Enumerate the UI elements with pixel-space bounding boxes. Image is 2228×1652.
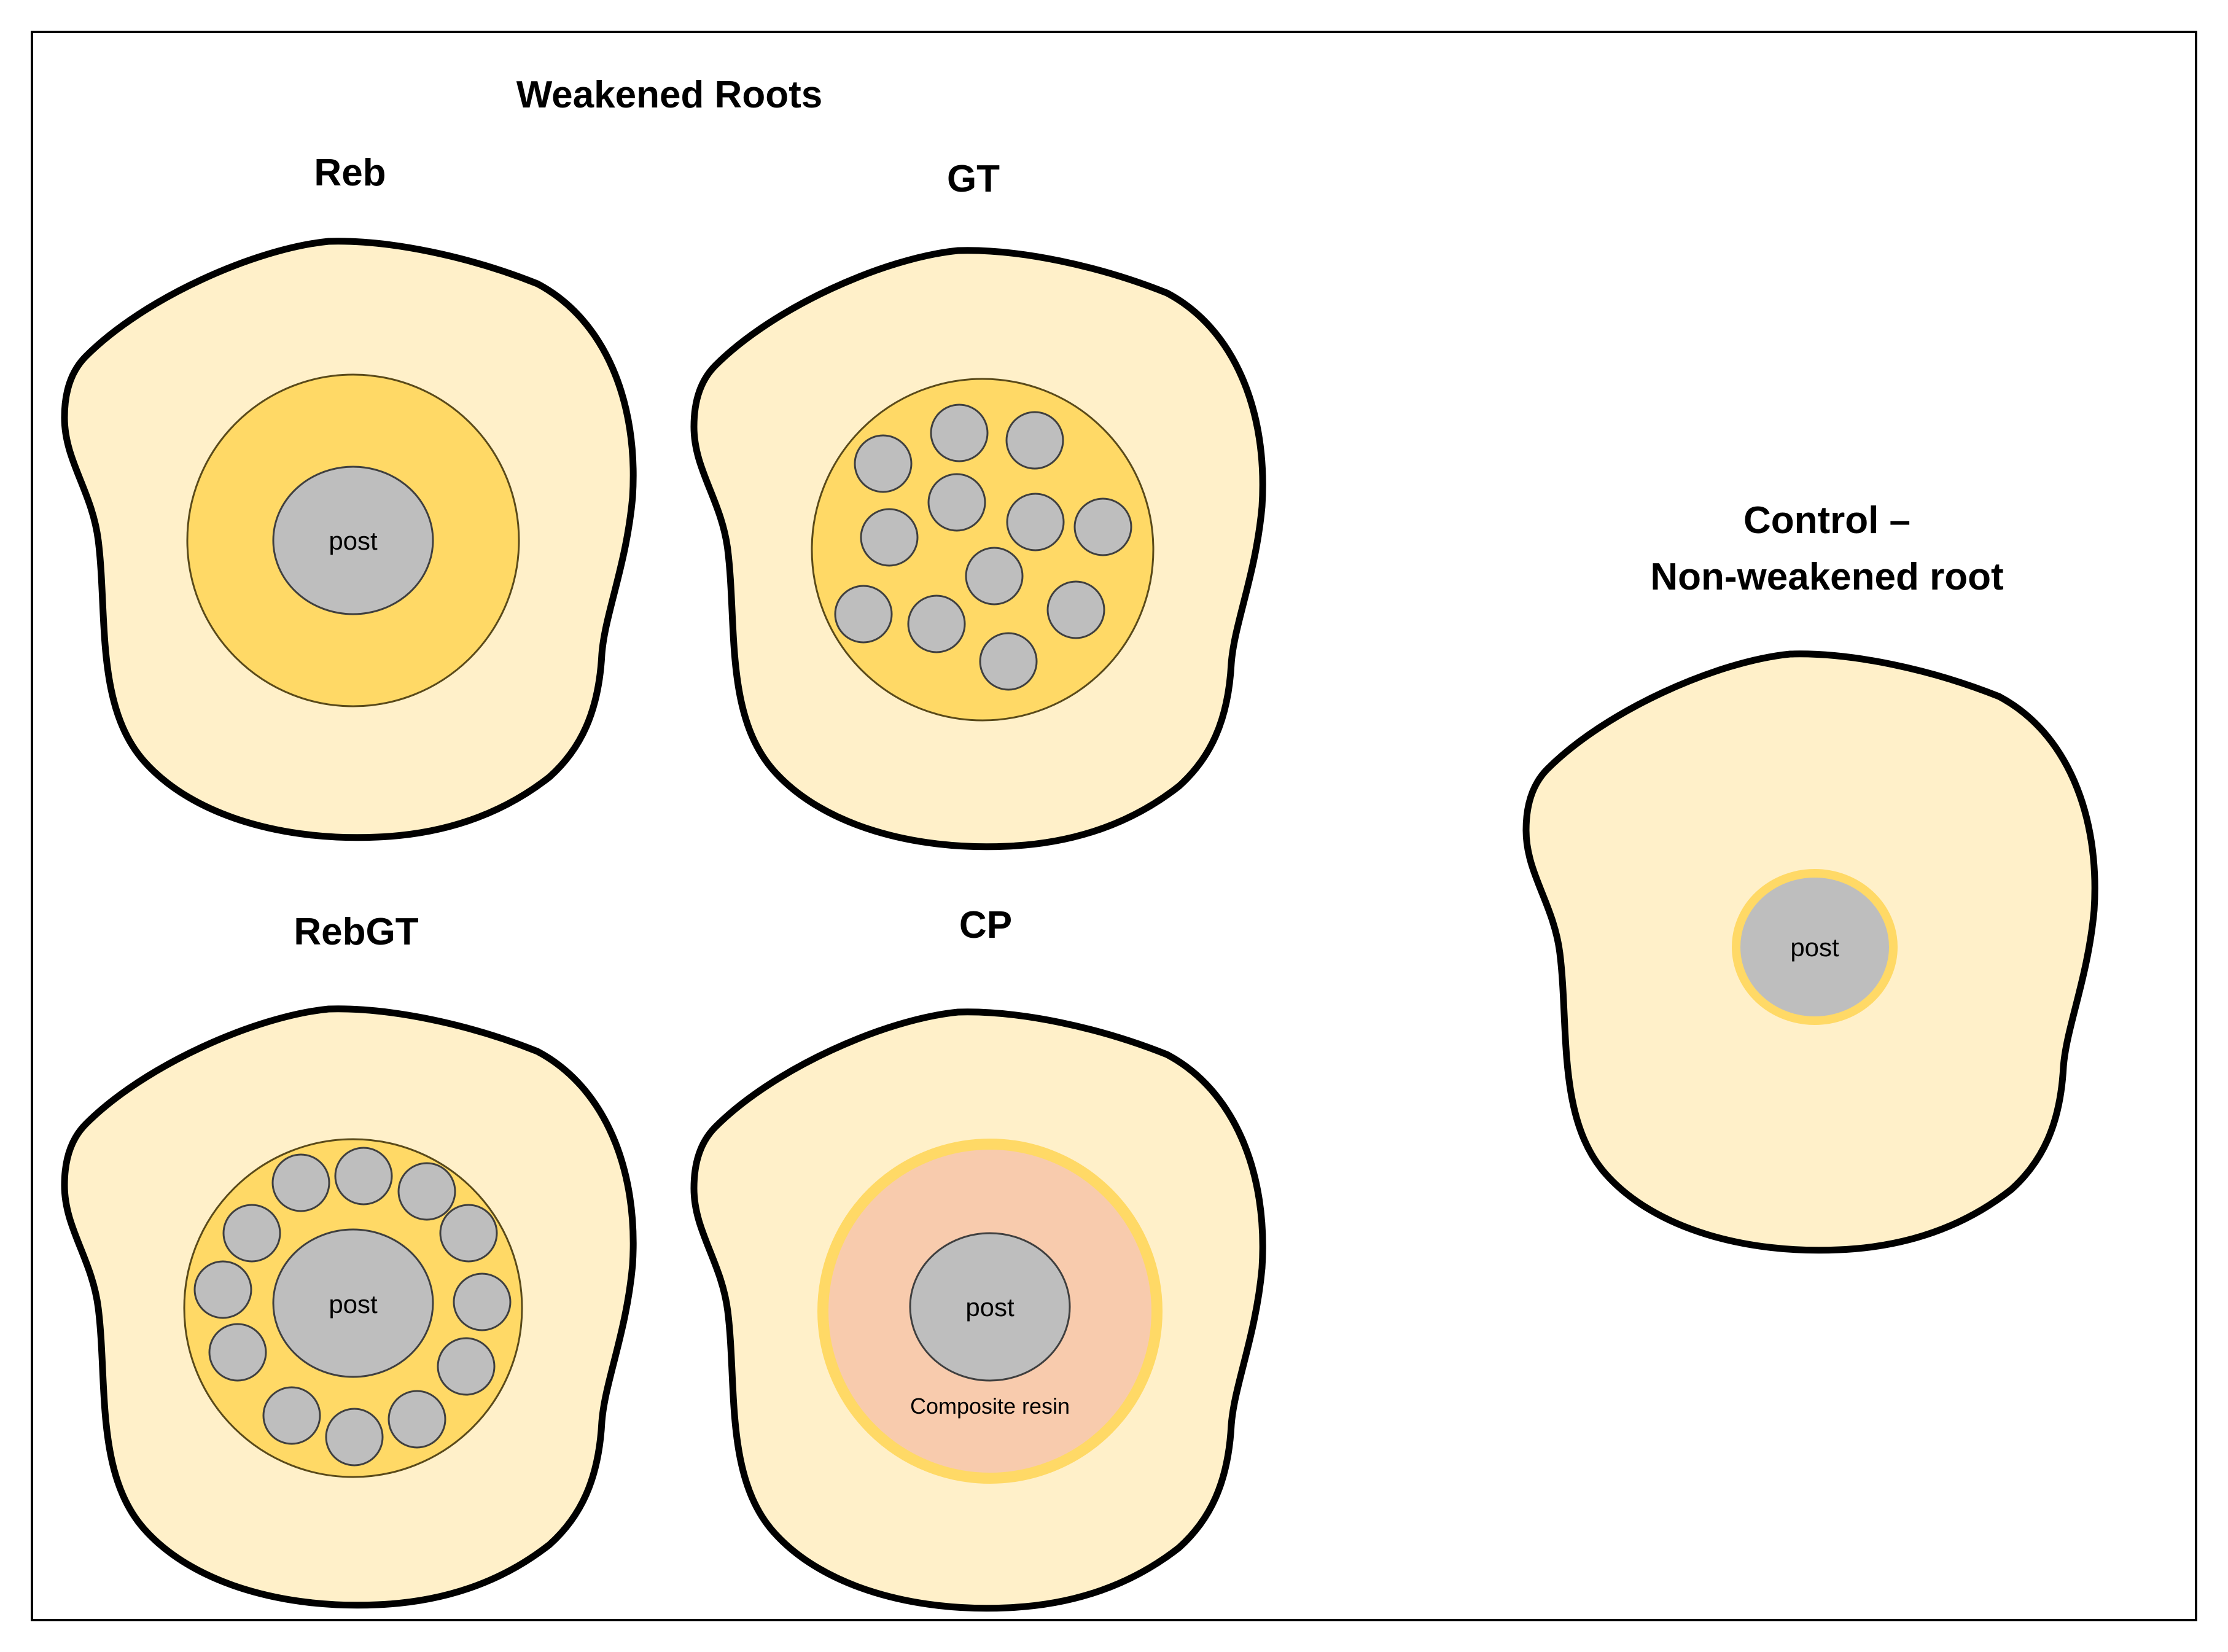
rebgt-fiber-post [222, 1204, 281, 1263]
gt-fiber-post [907, 594, 966, 653]
control-post [1732, 869, 1898, 1025]
rebgt-fiber-post [334, 1147, 393, 1206]
gt-fiber-post [979, 632, 1038, 691]
control-label-line1: Control – [1743, 499, 1911, 542]
gt-fiber-post [854, 434, 913, 493]
rebgt-root-section: post [64, 1009, 633, 1605]
rebgt-label: RebGT [294, 911, 418, 953]
rebgt-fiber-post [193, 1260, 252, 1319]
rebgt-fiber-post [388, 1390, 446, 1449]
gt-fiber-post [1005, 411, 1064, 470]
cp-label: CP [959, 904, 1012, 946]
control-root-section: post [1526, 654, 2095, 1250]
gt-fiber-post [965, 547, 1024, 606]
gt-label: GT [947, 158, 1000, 200]
rebgt-fiber-post [271, 1153, 330, 1212]
gt-glass-fiber-posts [834, 403, 1132, 691]
gt-fiber-post [1073, 497, 1132, 556]
cp-post [909, 1232, 1071, 1382]
reb-label: Reb [314, 152, 386, 194]
gt-fiber-post [927, 473, 986, 532]
rebgt-fiber-post [397, 1162, 456, 1221]
gt-fiber-post [834, 585, 893, 644]
gt-fiber-post [860, 508, 919, 567]
control-post-label: post [1790, 933, 1839, 962]
reb-post [272, 466, 434, 615]
rebgt-post [272, 1228, 434, 1378]
rebgt-fiber-post [262, 1386, 321, 1445]
cp-post-label: post [965, 1293, 1015, 1322]
figure-title: Weakened Roots [516, 74, 822, 116]
control-label-line2: Non-weakened root [1650, 556, 2003, 598]
gt-fiber-post [930, 403, 989, 462]
rebgt-fiber-post [437, 1337, 496, 1396]
gt-fiber-post [1046, 580, 1105, 639]
cp-root-section: post Composite resin [694, 1012, 1263, 1608]
gt-root-section [694, 251, 1263, 847]
gt-fiber-post [1006, 493, 1065, 551]
cp-resin-label: Composite resin [910, 1393, 1070, 1419]
rebgt-fiber-post [325, 1408, 384, 1467]
rebgt-post-label: post [329, 1290, 378, 1319]
reb-post-label: post [329, 526, 378, 555]
figure-frame [31, 31, 2197, 1621]
rebgt-fiber-post [208, 1323, 267, 1382]
rebgt-fiber-post [439, 1204, 498, 1263]
reb-root-section: post [64, 241, 633, 838]
rebgt-glass-fiber-posts [193, 1147, 512, 1467]
rebgt-fiber-post [453, 1272, 512, 1331]
